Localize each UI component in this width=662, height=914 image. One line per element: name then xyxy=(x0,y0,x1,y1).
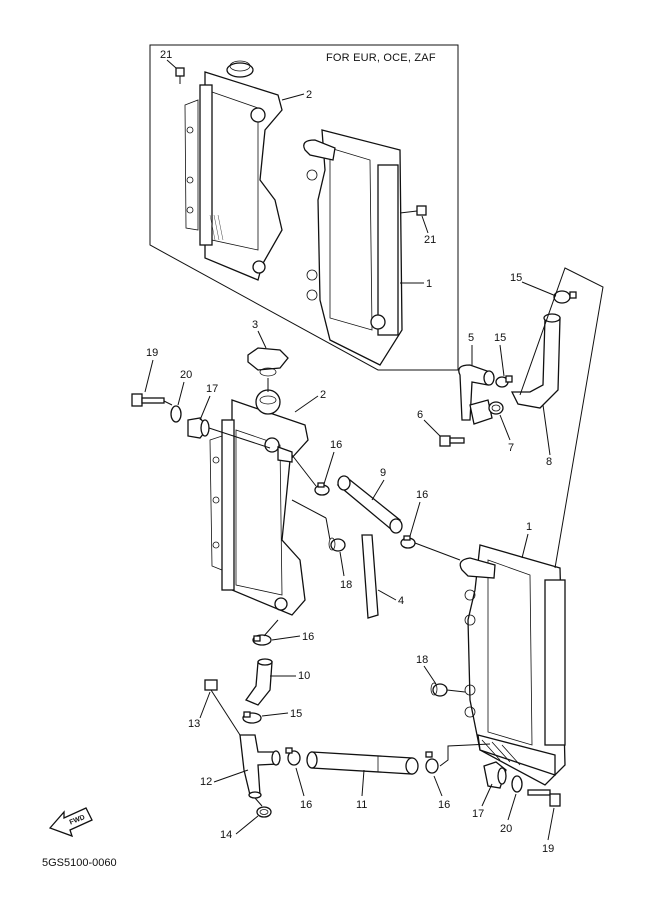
clamp-16-lower-mid xyxy=(285,747,301,766)
label-7: 7 xyxy=(508,442,514,454)
fwd-arrow: FWD xyxy=(48,807,93,838)
washer-right xyxy=(511,775,523,793)
label-6: 6 xyxy=(417,409,423,421)
drawing-code: 5GS5100-0060 xyxy=(42,857,117,869)
label-18-right: 18 xyxy=(416,654,428,666)
hose-9 xyxy=(336,475,403,534)
bolt-left xyxy=(131,393,173,407)
inset-radiator-right xyxy=(303,129,403,366)
label-18-left: 18 xyxy=(340,579,352,591)
pipe-12 xyxy=(239,734,281,799)
clamp-16-lower-left xyxy=(252,634,272,646)
label-4: 4 xyxy=(398,595,404,607)
label-10: 10 xyxy=(298,670,310,682)
clamp-16-upper-right xyxy=(400,535,416,549)
label-19-left: 19 xyxy=(146,347,158,359)
grommet-left xyxy=(328,537,346,552)
clamp-16-lower-right xyxy=(425,751,439,774)
inset-bolt-21-right xyxy=(399,205,427,216)
plate-4 xyxy=(361,534,379,619)
radiator-right xyxy=(459,544,566,786)
o-ring-14 xyxy=(256,806,272,818)
label-1-inset: 1 xyxy=(426,278,432,290)
radiator-left xyxy=(209,389,309,616)
radiator-cap xyxy=(247,347,289,392)
label-15-lower: 15 xyxy=(290,708,302,720)
clamp-16-upper-left xyxy=(314,482,330,496)
inset-box: FOR EUR, OCE, ZAF xyxy=(149,44,459,371)
label-2-inset: 2 xyxy=(306,89,312,101)
label-17-left: 17 xyxy=(206,383,218,395)
hose-10 xyxy=(244,658,273,706)
hose-8 xyxy=(510,313,561,409)
label-1: 1 xyxy=(526,521,532,533)
label-16-a: 16 xyxy=(330,439,342,451)
label-16-d: 16 xyxy=(300,799,312,811)
label-8: 8 xyxy=(546,456,552,468)
label-11: 11 xyxy=(356,799,367,811)
clamp-15-top xyxy=(553,290,577,304)
label-3: 3 xyxy=(252,319,258,331)
label-12: 12 xyxy=(200,776,212,788)
label-14: 14 xyxy=(220,829,232,841)
hose-5-assembly xyxy=(458,364,495,425)
damper-left xyxy=(187,417,271,449)
inset-radiator-left xyxy=(184,60,283,281)
label-2: 2 xyxy=(320,389,326,401)
label-13: 13 xyxy=(188,718,200,730)
label-20-left: 20 xyxy=(180,369,192,381)
bolt-13 xyxy=(204,679,241,736)
label-17-right: 17 xyxy=(472,808,484,820)
label-5: 5 xyxy=(468,332,474,344)
bolt-6 xyxy=(439,435,465,447)
label-16-b: 16 xyxy=(416,489,428,501)
clamp-15-lower xyxy=(242,711,262,724)
label-19-right: 19 xyxy=(542,843,554,855)
label-15-mid: 15 xyxy=(494,332,506,344)
washer-left xyxy=(170,405,182,423)
clamp-15-mid xyxy=(495,375,513,388)
label-15-top: 15 xyxy=(510,272,522,284)
label-20-right: 20 xyxy=(500,823,512,835)
callout-labels: 3 2 19 20 17 16 9 16 18 4 1 15 5 15 6 7 … xyxy=(144,272,557,855)
damper-right xyxy=(483,761,507,789)
o-ring-7 xyxy=(488,401,504,415)
inset-bolt-21-top xyxy=(175,67,185,84)
bolt-right xyxy=(527,789,561,807)
label-21-inset-right: 21 xyxy=(424,234,436,246)
label-21-inset-top: 21 xyxy=(160,49,172,61)
label-16-e: 16 xyxy=(438,799,450,811)
hose-11 xyxy=(306,751,419,775)
grommet-right xyxy=(430,682,466,697)
label-16-c: 16 xyxy=(302,631,314,643)
inset-note: FOR EUR, OCE, ZAF xyxy=(326,52,436,64)
label-9: 9 xyxy=(380,467,386,479)
